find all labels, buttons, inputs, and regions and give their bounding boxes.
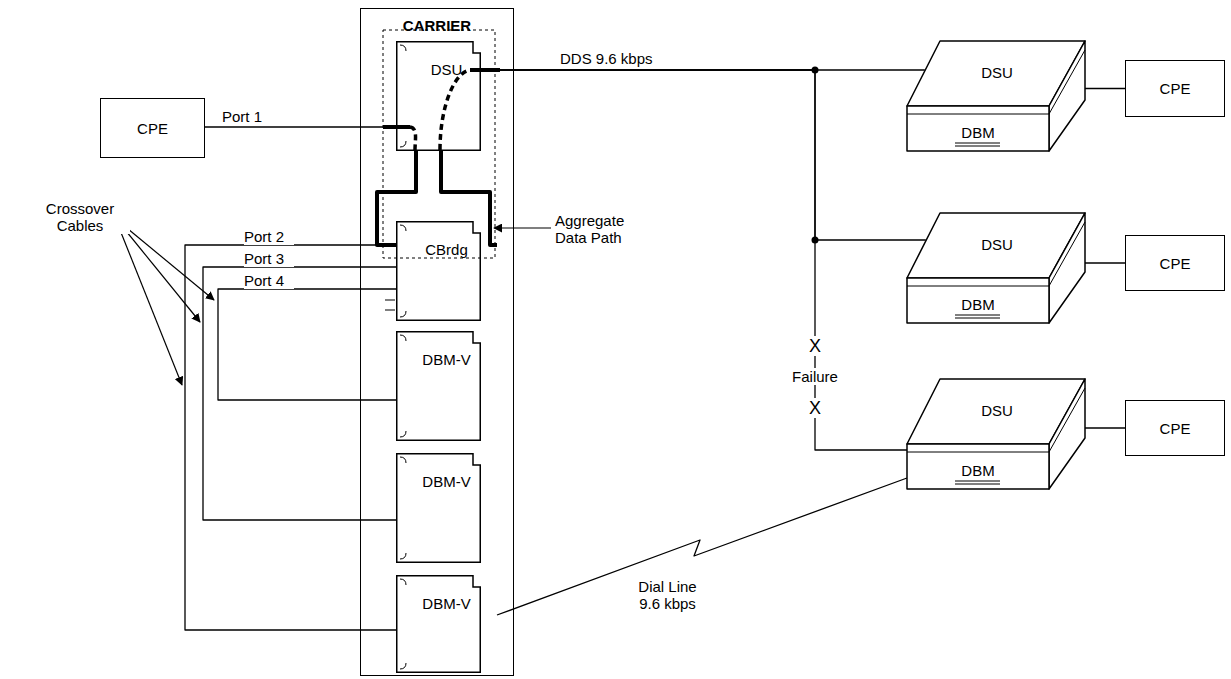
connector: [205, 126, 396, 127]
cpe-box: CPE: [1125, 400, 1225, 456]
connector: [203, 267, 396, 520]
node-label: DBM: [918, 296, 1038, 313]
node-label: DBM-V: [396, 473, 497, 490]
connector-label: Port 1: [222, 108, 272, 125]
callout-label: Crossover Cables: [30, 200, 130, 234]
cpe-box: CPE: [1125, 235, 1225, 291]
node-label: CBrdg: [396, 241, 497, 258]
connector: [497, 70, 907, 450]
card-latch: [400, 225, 406, 317]
connector: [218, 289, 396, 400]
unit-detail: [907, 388, 1085, 484]
node-label: DBM-V: [396, 595, 497, 612]
carrier-shelf: CARRIER DSU CBrdgDBM-V DBM-V DBM-V: [360, 8, 514, 676]
connector-label: Dial Line 9.6 kbps: [630, 578, 705, 612]
node-label: DBM-V: [396, 351, 497, 368]
remote-unit: DSU DBM: [905, 40, 1087, 152]
leader-arrow: [122, 224, 214, 300]
cpe-box: CPE: [1125, 60, 1225, 117]
node-label: CPE: [1160, 80, 1191, 97]
unit-side: [1049, 213, 1085, 323]
node-label: CPE: [1160, 420, 1191, 437]
failure-label: Failure: [785, 368, 845, 385]
connector: [1083, 427, 1125, 428]
card-latch: [400, 45, 406, 147]
unit-detail: [907, 222, 1085, 318]
connector: [1083, 262, 1125, 263]
card-edge: [397, 576, 481, 673]
card-outline: [396, 575, 497, 673]
card-edge: [397, 454, 481, 563]
shelf-title: CARRIER: [361, 17, 513, 34]
node-label: CPE: [1160, 255, 1191, 272]
leader-arrow: [122, 226, 200, 322]
connector-label: Port 2: [244, 228, 294, 245]
card-outline: [396, 41, 497, 151]
cpe-box: CPE: [100, 98, 205, 158]
unit-side: [1049, 41, 1085, 151]
aggregate-path: [441, 151, 497, 245]
connector-label: Port 4: [244, 272, 294, 289]
connector-label: DDS 9.6 kbps: [560, 50, 670, 67]
node-label: DBM: [918, 124, 1038, 141]
node-label: DSU: [947, 402, 1047, 419]
card-outline: [396, 331, 497, 441]
card-edge: [397, 332, 481, 441]
node-label: CPE: [137, 120, 168, 137]
card-latch: [400, 457, 406, 559]
card-edge: [397, 42, 481, 151]
dashed-path-dds: [440, 70, 470, 150]
unit-detail: [907, 50, 1085, 146]
port-stub: [385, 300, 395, 310]
leader-arrow: [120, 230, 182, 385]
unit-front: [907, 106, 1049, 151]
card-latch: [400, 579, 406, 669]
connector-label: Port 3: [244, 250, 294, 267]
leader-arrow: [494, 227, 551, 228]
dbm-card: DBM-V: [396, 575, 497, 673]
unit-outline: [905, 212, 1087, 324]
unit-outline: [905, 378, 1087, 490]
card-edge: [397, 222, 481, 321]
node-label: DBM: [918, 462, 1038, 479]
card-outline: [396, 221, 497, 321]
connector: [1083, 88, 1125, 89]
failure-mark: X: [805, 336, 825, 356]
card-outline: [396, 453, 497, 563]
node-label: DSU: [947, 64, 1047, 81]
remote-unit: DSU DBM: [905, 212, 1087, 324]
unit-front: [907, 278, 1049, 323]
connector: [497, 478, 907, 615]
connector: [185, 245, 396, 630]
dashed-path-port1: [410, 127, 416, 150]
node-label: DSU: [947, 236, 1047, 253]
node-label: DSU: [396, 61, 497, 78]
failure-mark: X: [805, 398, 825, 418]
dbm-card: DBM-V: [396, 331, 497, 441]
bold-path-dds: [470, 68, 500, 72]
bridge-card: CBrdg: [396, 221, 497, 321]
remote-unit: DSU DBM: [905, 378, 1087, 490]
unit-front: [907, 444, 1049, 489]
dbm-card: DBM-V: [396, 453, 497, 563]
card-latch: [400, 335, 406, 437]
unit-outline: [905, 40, 1087, 152]
dsu-card: DSU: [396, 41, 497, 151]
callout-label: Aggregate Data Path: [555, 212, 645, 246]
unit-side: [1049, 379, 1085, 489]
